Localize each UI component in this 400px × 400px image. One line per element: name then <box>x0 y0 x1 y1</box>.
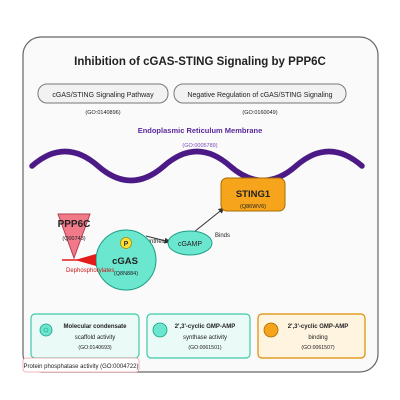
edge-label-dephosphorylates: Dephosphorylates <box>66 268 114 274</box>
footer-phosphatase-box: Protein phosphatase activity (GO:0004722… <box>22 357 140 373</box>
sting1-label: STING1 <box>236 189 271 200</box>
cgamp-label: cGAMP <box>178 241 202 248</box>
legend-subtitle: scaffold activity <box>75 335 116 341</box>
pathway-box-cgas-sting: cGAS/STING Signaling Pathway (GO:0140896… <box>37 83 169 116</box>
cgas-label: cGAS <box>112 256 138 267</box>
compartment-go-id: (GO:0005789) <box>182 143 217 149</box>
ppp6c-id: (Q00743) <box>62 236 85 242</box>
node-cgas[interactable]: P cGAS (Q8N884) <box>95 229 157 291</box>
compartment-label: Endoplasmic Reticulum Membrane <box>138 126 263 135</box>
legend-subtitle: binding <box>308 335 327 341</box>
diagram-title: Inhibition of cGAS-STING Signaling by PP… <box>74 56 326 68</box>
legend-title: 2',3'-cyclic GMP-AMP <box>288 324 349 330</box>
edge-label-synthesizes: Synthesizes <box>143 239 175 245</box>
edge-cgamp-to-sting1 <box>193 207 225 233</box>
pathway-label: cGAS/STING Signaling Pathway <box>52 92 154 99</box>
legend-go-id: (GO:0061507) <box>301 345 334 351</box>
edge-label-binds: Binds <box>215 233 230 239</box>
pathway-go-id: (GO:0140896) <box>85 110 120 116</box>
legend-title: 2',3'-cyclic GMP-AMP <box>175 324 236 330</box>
er-membrane-wave <box>29 148 365 184</box>
legend-subtitle: synthase activity <box>183 335 227 341</box>
node-ppp6c[interactable]: PPP6C (Q00743) <box>57 213 91 260</box>
cgamp-binding-icon <box>263 322 279 338</box>
legend-item-condensate: Molecular condensate scaffold activity (… <box>30 313 140 359</box>
dephosphorylation-arrow-icon <box>75 254 96 266</box>
cgamp-synthase-icon <box>152 322 168 338</box>
legend-item-cgamp-synthase: 2',3'-cyclic GMP-AMP synthase activity (… <box>146 313 251 359</box>
footer-label: Protein phosphatase activity (GO:0004722… <box>23 364 138 370</box>
sting1-id: (Q86WV6) <box>240 204 266 210</box>
node-sting1[interactable]: STING1 (Q86WV6) <box>220 177 286 212</box>
phospho-badge-icon <box>120 237 132 249</box>
node-cgamp[interactable]: cGAMP <box>167 230 213 256</box>
ppp6c-label: PPP6C <box>58 219 91 230</box>
cgas-id: (Q8N884) <box>114 271 138 277</box>
legend-item-cgamp-binding: 2',3'-cyclic GMP-AMP binding (GO:0061507… <box>257 313 366 359</box>
pathway-label: Negative Regulation of cGAS/STING Signal… <box>187 92 332 99</box>
outer-panel <box>22 36 379 373</box>
legend-title: Molecular condensate <box>63 324 127 330</box>
pathway-box-negative-regulation: Negative Regulation of cGAS/STING Signal… <box>173 83 347 116</box>
legend-go-id: (GO:0061501) <box>188 345 221 351</box>
legend-go-id: (GO:0140693) <box>78 345 111 351</box>
pathway-go-id: (GO:0160049) <box>242 110 277 116</box>
phospho-badge-label: P <box>124 241 129 248</box>
edge-cgas-to-cgamp <box>145 235 171 244</box>
condensate-icon <box>39 323 53 337</box>
